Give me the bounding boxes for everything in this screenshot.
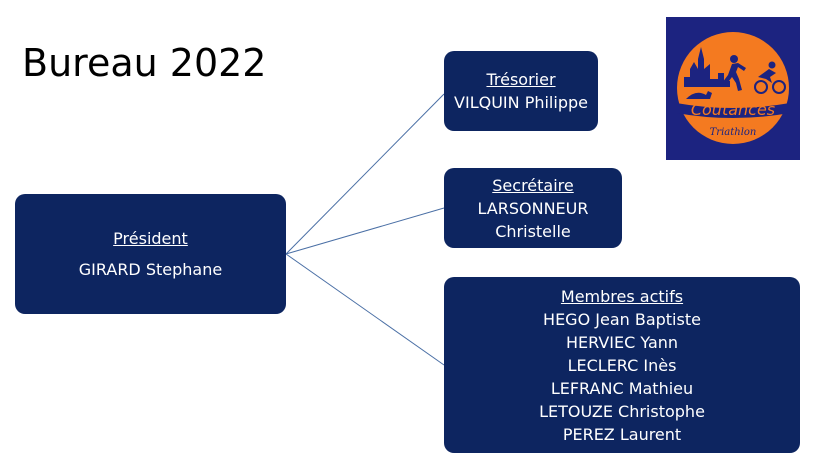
president-box: Président GIRARD Stephane — [15, 194, 286, 314]
connector-tresorier — [285, 93, 445, 255]
tresorier-name: VILQUIN Philippe — [454, 93, 588, 112]
secretaire-box: Secrétaire LARSONNEUR Christelle — [444, 168, 622, 248]
logo-wordmark: Coutances — [691, 100, 775, 119]
slide-title: Bureau 2022 — [22, 41, 267, 85]
tresorier-role: Trésorier — [486, 70, 556, 89]
president-role: Président — [113, 229, 188, 248]
connector-membres — [285, 253, 445, 366]
secretaire-name-line2: Christelle — [495, 221, 571, 241]
member-name: LETOUZE Christophe — [539, 401, 705, 421]
club-logo: Coutances Triathlon — [666, 17, 800, 160]
tresorier-box: Trésorier VILQUIN Philippe — [444, 51, 598, 131]
member-name: LECLERC Inès — [567, 355, 677, 375]
club-logo-icon: Coutances Triathlon — [676, 32, 790, 144]
secretaire-role: Secrétaire — [492, 175, 574, 195]
secretaire-name-line1: LARSONNEUR — [477, 198, 589, 218]
president-name: GIRARD Stephane — [78, 260, 223, 279]
member-name: HEGO Jean Baptiste — [543, 309, 701, 329]
member-name: LEFRANC Mathieu — [550, 378, 694, 398]
logo-subtext: Triathlon — [710, 127, 757, 138]
member-name: HERVIEC Yann — [565, 332, 679, 352]
connector-secretaire — [285, 207, 445, 255]
membres-role: Membres actifs — [560, 286, 684, 306]
member-name: PEREZ Laurent — [562, 424, 682, 444]
membres-box: Membres actifs HEGO Jean Baptiste HERVIE… — [444, 277, 800, 453]
